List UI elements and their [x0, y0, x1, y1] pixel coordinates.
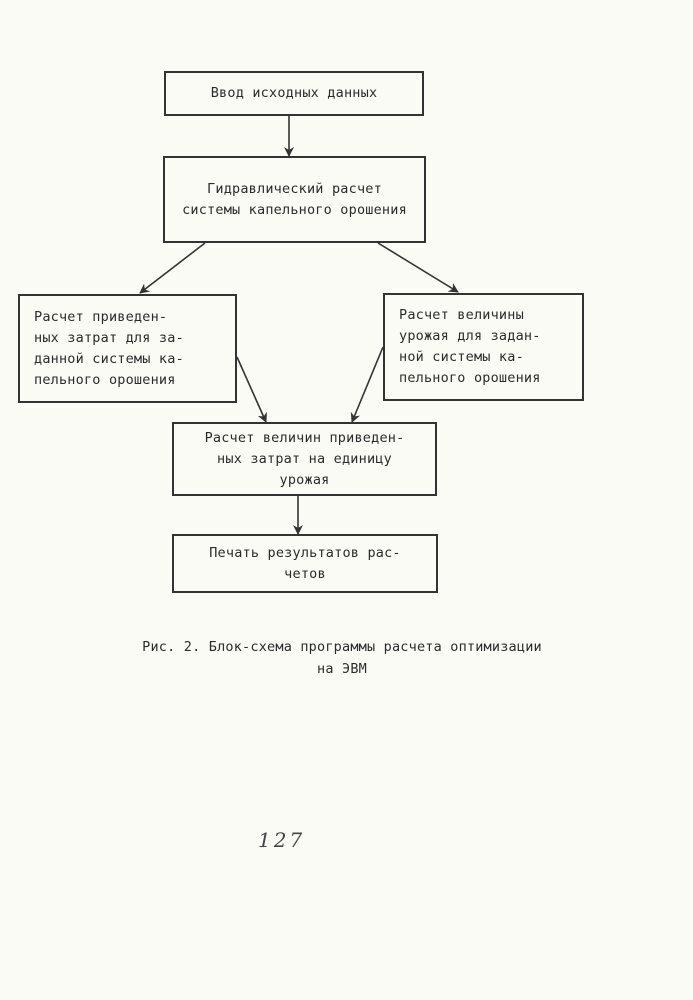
- node-yield-calculation: Расчет величины урожая для задан- ной си…: [383, 293, 584, 401]
- arrow-costs-to-unit-costs: [236, 356, 267, 423]
- node-cost-calculation: Расчет приведен- ных затрат для за- данн…: [18, 294, 237, 403]
- page-number: 127: [258, 828, 306, 852]
- arrow-yield-to-unit-costs: [350, 346, 384, 423]
- figure-caption: Рис. 2. Блок-схема программы расчета опт…: [142, 639, 542, 677]
- node-hydraulic-calculation: Гидравлический расчет системы капельного…: [163, 156, 426, 243]
- node-input-data: Ввод исходных данных: [164, 71, 424, 116]
- arrow-hydraulic-to-costs: [139, 242, 206, 294]
- node-print-results: Печать результатов рас- четов: [172, 534, 438, 593]
- node-unit-cost-calculation: Расчет величин приведен- ных затрат на е…: [172, 422, 437, 496]
- arrow-hydraulic-to-yield: [377, 242, 459, 293]
